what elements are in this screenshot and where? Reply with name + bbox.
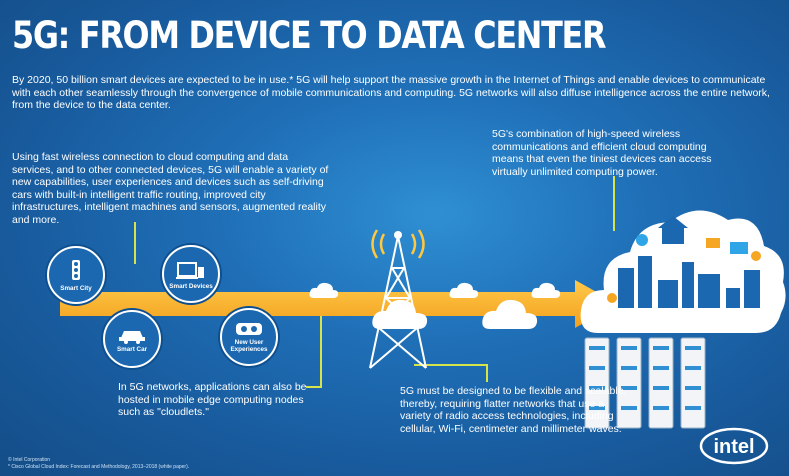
traffic-light-icon — [72, 259, 80, 280]
badge-new-user-experiences: New User Experiences — [220, 308, 278, 366]
car-icon — [119, 330, 145, 344]
intel-logo: intel — [699, 427, 769, 465]
badge-smart-car: Smart Car — [103, 310, 161, 368]
connector-left — [134, 222, 136, 264]
cloudlet-icon — [372, 299, 428, 329]
connector-bottom — [486, 364, 488, 382]
badge-label: Smart Devices — [169, 282, 213, 290]
badge-smart-devices: Smart Devices — [162, 245, 220, 303]
badge-smart-city: Smart City — [47, 246, 105, 304]
badge-label: New User Experiences — [230, 339, 268, 353]
network-description: 5G must be designed to be flexible and s… — [400, 385, 627, 435]
cloudlet-icon — [482, 299, 538, 329]
left-description: Using fast wireless connection to cloud … — [12, 151, 329, 226]
cloudlet-description: In 5G networks, applications can also be… — [118, 381, 307, 418]
copyright-text: © Intel Corporation — [8, 457, 51, 463]
vr-headset-icon — [236, 323, 262, 335]
connector-mid — [320, 312, 322, 388]
cloudlet-icon — [531, 282, 561, 298]
logo-text: intel — [713, 436, 754, 458]
connector-mid-h — [306, 386, 322, 388]
cloudlet-icon — [449, 282, 479, 298]
server-racks — [584, 337, 706, 429]
right-description: 5G's combination of high-speed wireless … — [492, 128, 712, 178]
connector-bottom-h — [414, 364, 488, 366]
intro-paragraph: By 2020, 50 billion smart devices are ex… — [12, 74, 770, 111]
footer: © Intel Corporation * Cisco Global Cloud… — [8, 457, 189, 471]
badge-label: Smart Car — [116, 345, 148, 353]
footnote-text: * Cisco Global Cloud Index: Forecast and… — [8, 464, 190, 470]
connector-right — [613, 176, 615, 231]
page-title: 5G: FROM DEVICE TO DATA CENTER — [12, 14, 606, 57]
data-center-cloud — [580, 210, 786, 333]
badge-label: Smart City — [60, 284, 92, 292]
cloudlet-icon — [309, 282, 339, 298]
devices-icon — [176, 261, 204, 279]
